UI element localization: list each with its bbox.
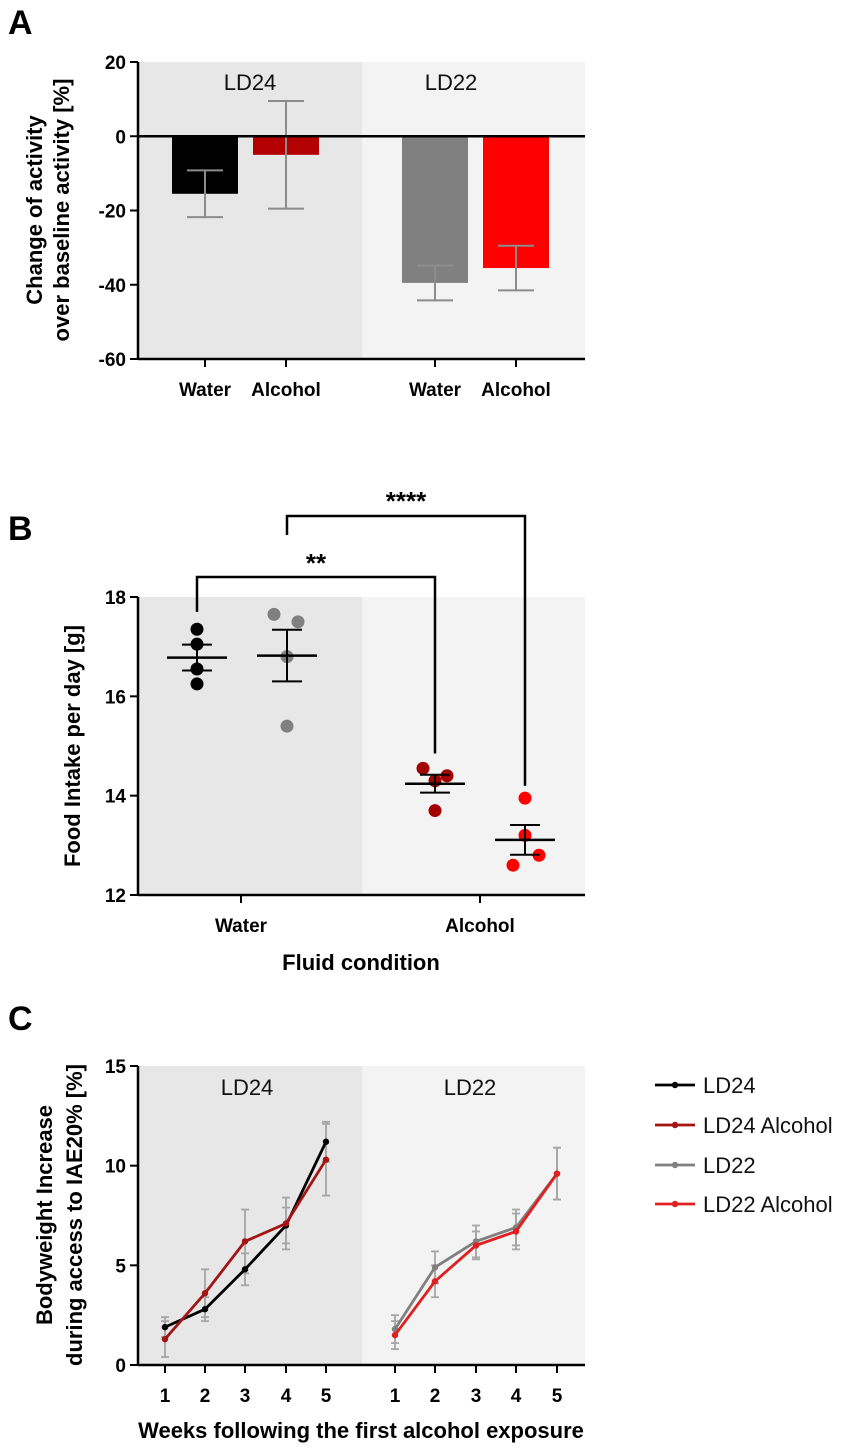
x-tick-label: 4 <box>281 1386 292 1407</box>
data-point <box>291 615 305 629</box>
y-tick-label: 12 <box>105 886 126 907</box>
region-label: LD24 <box>221 1075 274 1100</box>
legend-marker <box>671 1081 679 1089</box>
y-tick-label: 14 <box>105 787 127 808</box>
y-tick-label: -60 <box>99 350 126 371</box>
data-point <box>506 858 520 872</box>
x-tick-label: 2 <box>430 1386 441 1407</box>
data-point <box>416 761 430 775</box>
x-tick-label: Alcohol <box>445 916 515 937</box>
y-tick-label: 16 <box>105 687 126 708</box>
x-tick-label: Water <box>179 380 232 401</box>
series-point <box>431 1278 439 1285</box>
series-point <box>161 1335 169 1343</box>
x-axis-title: Weeks following the first alcohol exposu… <box>138 1418 584 1443</box>
x-tick-label: Water <box>215 916 268 937</box>
y-axis-title: Food Intake per day [g] <box>60 625 85 867</box>
significance-label: **** <box>386 486 427 516</box>
y-tick-label: 15 <box>105 1057 127 1078</box>
legend-label: LD24 Alcohol <box>703 1113 833 1138</box>
region-label: LD24 <box>224 70 277 95</box>
series-point <box>472 1242 480 1249</box>
significance-bracket <box>195 575 437 754</box>
series-point <box>512 1228 520 1235</box>
series-point <box>241 1266 249 1273</box>
y-axis-title-line: Bodyweight Increase <box>32 1105 57 1325</box>
bg-alcohol <box>362 597 585 895</box>
data-point <box>190 622 204 636</box>
panel-letter: A <box>8 4 33 42</box>
data-point <box>190 677 204 691</box>
significance-label: ** <box>306 548 327 578</box>
data-point <box>280 719 294 733</box>
data-point <box>518 791 532 805</box>
bg-ld24 <box>138 62 362 359</box>
y-tick-label: 18 <box>105 588 126 609</box>
legend-label: LD22 Alcohol <box>703 1192 833 1217</box>
x-tick-label: 3 <box>471 1386 482 1407</box>
series-point <box>161 1323 169 1331</box>
series-point <box>241 1238 249 1245</box>
y-tick-label: -40 <box>99 276 126 297</box>
x-tick-label: 1 <box>390 1386 401 1407</box>
series-point <box>391 1331 399 1339</box>
bg-water <box>138 597 362 895</box>
series-point <box>201 1305 209 1313</box>
bar <box>402 136 468 283</box>
y-axis-title-line: over baseline activity [%] <box>49 79 74 342</box>
y-tick-label: 0 <box>115 127 126 148</box>
data-point <box>428 804 442 818</box>
legend-label: LD24 <box>703 1073 756 1098</box>
y-tick-label: 20 <box>105 53 126 74</box>
panel-letter: B <box>8 510 33 548</box>
y-tick-label: 0 <box>115 1356 126 1377</box>
x-tick-label: 4 <box>511 1386 522 1407</box>
series-point <box>431 1264 439 1271</box>
series-point <box>322 1138 330 1145</box>
bg-ld24 <box>138 1066 362 1365</box>
x-tick-label: 5 <box>321 1386 332 1407</box>
x-tick-label: Water <box>409 380 462 401</box>
x-tick-label: 2 <box>200 1386 211 1407</box>
bg-ld22 <box>362 1066 585 1365</box>
panel-letter: C <box>8 1000 33 1038</box>
y-axis-title: Change of activityover baseline activity… <box>22 79 74 342</box>
bg-ld22 <box>362 62 585 359</box>
region-label: LD22 <box>425 70 478 95</box>
x-tick-label: Alcohol <box>251 380 321 401</box>
legend-marker <box>671 1121 679 1129</box>
region-label: LD22 <box>444 1075 497 1100</box>
x-tick-label: Alcohol <box>481 380 551 401</box>
y-axis-title-line: Change of activity <box>22 114 47 304</box>
significance-bracket <box>285 514 527 786</box>
x-axis-title: Fluid condition <box>282 950 440 975</box>
data-point <box>267 607 281 621</box>
legend-marker <box>671 1161 679 1169</box>
y-tick-label: 5 <box>115 1256 126 1277</box>
series-point <box>322 1156 330 1163</box>
y-tick-label: -20 <box>99 202 126 223</box>
series-point <box>282 1220 290 1227</box>
y-axis-title-line: during access to IAE20% [%] <box>62 1064 87 1366</box>
x-tick-label: 1 <box>160 1386 171 1407</box>
x-tick-label: 5 <box>552 1386 563 1407</box>
x-tick-label: 3 <box>240 1386 251 1407</box>
legend-label: LD22 <box>703 1153 756 1178</box>
series-point <box>201 1290 209 1297</box>
series-point <box>553 1170 561 1177</box>
legend-marker <box>671 1200 679 1208</box>
y-tick-label: 10 <box>105 1157 126 1178</box>
